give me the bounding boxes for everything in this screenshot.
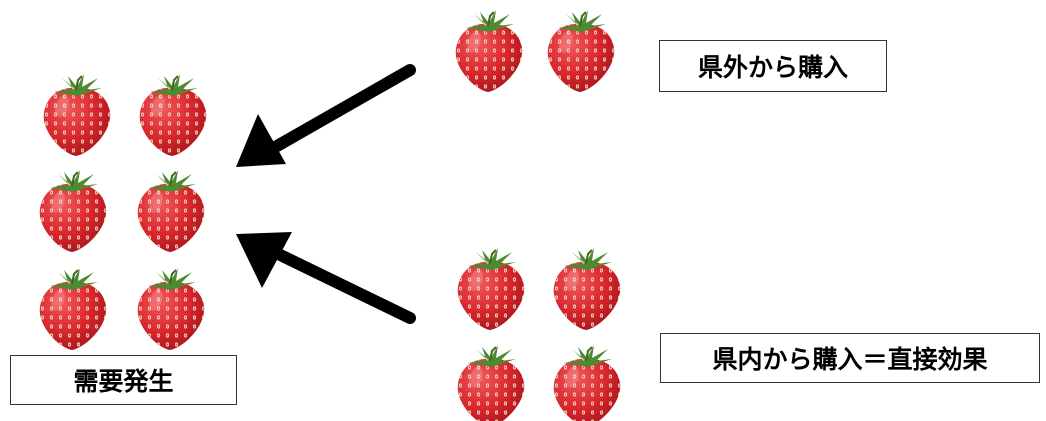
arrow-icon: [236, 64, 416, 167]
strawberry-icon: [552, 247, 622, 331]
strawberry-icon: [38, 267, 108, 351]
strawberry-icon: [136, 267, 206, 351]
demand-label: 需要発生: [10, 355, 237, 405]
strawberry-icon: [546, 9, 616, 93]
strawberry-icon: [42, 73, 112, 157]
outside-cluster: [454, 9, 616, 93]
outside-purchase-label: 県外から購入: [659, 40, 887, 92]
strawberry-icon: [456, 344, 526, 421]
strawberry-icon: [138, 73, 208, 157]
strawberry-icon: [454, 9, 524, 93]
strawberry-icon: [552, 344, 622, 421]
arrow-icon: [236, 232, 416, 324]
demand-cluster: [38, 73, 208, 351]
strawberry-icon: [136, 169, 206, 253]
inside-purchase-label: 県内から購入＝直接効果: [660, 333, 1040, 383]
strawberry-icon: [38, 169, 108, 253]
strawberry-icon: [456, 247, 526, 331]
inside-cluster: [456, 247, 622, 421]
